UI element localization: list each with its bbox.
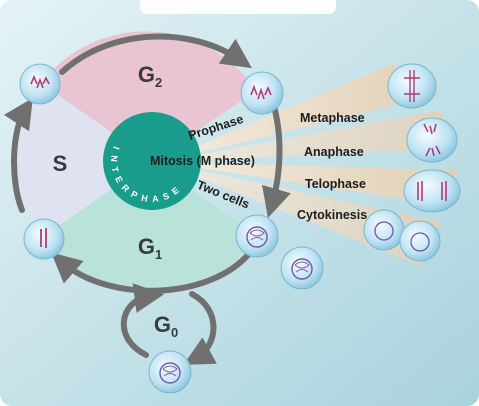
cell-cytokinesis-right	[399, 220, 441, 262]
cell-s-phase	[23, 218, 65, 260]
cell-metaphase	[387, 63, 437, 109]
interphase-letter: E	[170, 185, 181, 197]
fan-wedge-telophase	[160, 162, 456, 206]
fan-wedge-metaphase	[160, 64, 440, 162]
phase-labels: G2 S G1 G0	[53, 62, 179, 340]
phase-s-label: S	[53, 151, 68, 176]
interphase-letter: T	[110, 166, 121, 174]
mitosis-m-phase-label: Mitosis (M phase)	[150, 154, 255, 168]
interphase-letter: R	[120, 182, 132, 194]
top-tab	[140, 0, 336, 14]
fan-wedge-anaphase	[160, 110, 456, 162]
cells	[19, 63, 461, 394]
sector-s-fill	[17, 83, 152, 238]
interphase-hub	[103, 112, 201, 210]
phase-g2-label: G2	[138, 62, 162, 90]
cell-anaphase	[406, 117, 458, 163]
interphase-letter: I	[111, 145, 121, 151]
arrow-g0-left	[120, 283, 165, 358]
sector-g2	[41, 31, 256, 161]
metaphase-label: Metaphase	[300, 111, 365, 125]
telophase-label: Telophase	[305, 177, 366, 191]
cell-top-left	[19, 63, 61, 105]
sector-g1	[41, 161, 257, 294]
interphase-letter: H	[140, 193, 148, 204]
interphase-letter: P	[129, 189, 139, 201]
interphase-sectors	[17, 31, 257, 294]
cell-cytokinesis-left	[363, 209, 405, 251]
cell-g0	[148, 350, 192, 394]
arrow-s-to-g2	[3, 97, 33, 213]
phase-g0-label: G0	[154, 312, 178, 340]
phase-g1-label: G1	[138, 234, 162, 262]
interphase-letter: N	[109, 155, 119, 162]
anaphase-label: Anaphase	[304, 145, 364, 159]
arrow-g0-right	[183, 291, 217, 365]
cell-prophase	[240, 71, 284, 115]
cell-telophase	[403, 169, 461, 213]
cell-two-cells-b	[280, 246, 324, 290]
cytokinesis-label: Cytokinesis	[297, 208, 367, 222]
arrow-g2-top	[59, 33, 252, 75]
interphase-letter: E	[113, 175, 125, 185]
cell-two-cells-a	[235, 214, 279, 258]
interphase-letter: A	[152, 193, 160, 204]
interphase-letter: S	[161, 191, 170, 203]
